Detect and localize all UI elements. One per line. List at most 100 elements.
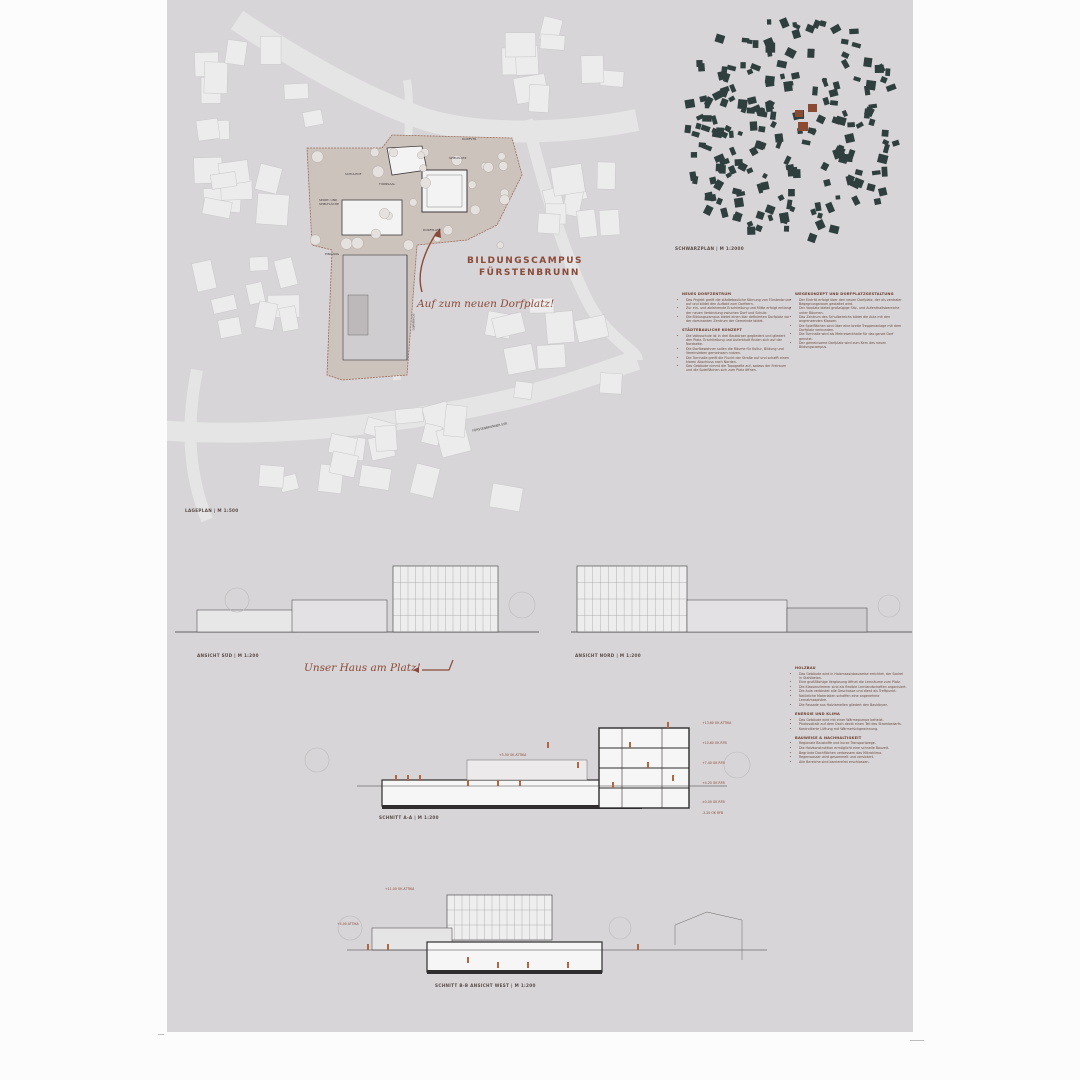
schwarzplan-building [764, 204, 776, 215]
schwarzplan-building [697, 63, 705, 72]
map-building [249, 256, 269, 272]
text-item: Photovoltaik auf dem Dach deckt einen Te… [799, 722, 907, 726]
schwarzplan-building [704, 191, 714, 201]
schwarzplan-building [790, 71, 800, 80]
schwarzplan-building [787, 166, 798, 177]
schwarzplan-building [822, 96, 830, 106]
caption-lageplan: LAGEPLAN | M 1:500 [185, 508, 239, 513]
schwarzplan-building [698, 142, 706, 148]
schwarzplan-building [720, 207, 729, 219]
schwarzplan-building [786, 199, 793, 210]
level-label: +4.00 ATTIKA [337, 922, 359, 926]
schwarzplan-building [779, 17, 790, 29]
level-label: +11.00 OK ATTIKA [385, 887, 415, 891]
schwarzplan-building [853, 76, 862, 83]
map-building [528, 297, 555, 314]
tree [499, 194, 510, 205]
level-label: +4.20 OK RFB [702, 781, 725, 785]
tree [497, 152, 506, 161]
schwarzplan-building [840, 38, 849, 45]
text-item: Der gemeinsame Dorfplatz wird zum Kern d… [799, 341, 907, 349]
tree [443, 225, 453, 236]
schwarzplan-building [747, 226, 756, 235]
scale-figure [367, 944, 369, 950]
scale-figure [497, 962, 499, 968]
schwarzplan-building [851, 41, 862, 49]
tree [498, 161, 508, 171]
schwarzplan-building [746, 68, 754, 75]
map-building [255, 192, 290, 227]
text-item: Die Fassade aus Holzlamellen gliedert de… [799, 703, 907, 707]
schwarzplan-building [729, 146, 737, 156]
slogan-elevation: Unser Haus am Platz! [304, 662, 421, 674]
schwarzplan-building [737, 161, 748, 172]
schwarzplan-building [761, 172, 768, 179]
text-item: Die Holzkonstruktion ermöglicht eine sch… [799, 746, 907, 750]
schwarzplan-building [749, 121, 758, 131]
text-heading: HOLZBAU [795, 666, 816, 670]
level-label: +7.40 OK RFB [702, 761, 725, 765]
schwarzplan-building [749, 146, 759, 157]
schwarzplan-building [783, 155, 792, 166]
schwarzplan-project-building [798, 122, 808, 131]
poster-board: BILDUNGSCAMPUS FÜRSTENBRUNN Auf zum neue… [167, 0, 913, 1032]
text-list: Das Projekt greift die städtebauliche Kö… [682, 298, 792, 324]
tree [496, 241, 504, 249]
caption-ansicht-sued: ANSICHT SÜD | M 1:200 [197, 653, 259, 658]
map-building [491, 311, 526, 339]
schwarzplan-building [885, 83, 897, 93]
schwarzplan-building [722, 72, 731, 83]
schwarzplan-building [847, 149, 856, 159]
schwarzplan-building [746, 220, 754, 228]
schwarzplan-building [702, 204, 714, 217]
schwarzplan-building [740, 62, 746, 69]
tree [310, 234, 321, 246]
text-item: Die Turnhalle wird als Mehrzweckhalle fü… [799, 332, 907, 340]
schwarzplan-building [764, 78, 775, 88]
schnitt-aa-drawing [304, 722, 751, 809]
tree [389, 148, 398, 158]
schwarzplan-building [852, 177, 865, 189]
text-item: Regionale Baustoffe und kurze Transportw… [799, 741, 907, 745]
tree [351, 237, 364, 250]
map-building [549, 163, 586, 197]
scale-figure [527, 962, 529, 968]
schwarzplan-building [849, 28, 859, 35]
map-building [539, 33, 566, 51]
slogan-site: Auf zum neuen Dorfplatz! [417, 298, 555, 310]
tree [379, 208, 390, 219]
map-building [217, 316, 243, 339]
schwarzplan-building [703, 96, 714, 107]
map-building [580, 54, 605, 84]
map-building [301, 108, 324, 128]
label-area-a: SCHULHOF [345, 172, 362, 176]
schwarzplan-building [877, 187, 888, 197]
schwarzplan-building [737, 98, 748, 110]
tree [311, 150, 324, 163]
schwarzplan-building [820, 161, 830, 172]
schwarzplan-building [876, 153, 889, 165]
schwarzplan-building [792, 22, 798, 27]
schwarzplan-building [746, 167, 754, 174]
scale-figure [519, 780, 521, 786]
schwarzplan-building [764, 99, 775, 112]
caption-ansicht-nord: ANSICHT NORD | M 1:200 [575, 653, 641, 658]
text-list: Das Gebäude wird in Holzmassivbauweise e… [795, 672, 907, 707]
label-area-f: EINGANG [325, 252, 339, 256]
text-item: Die Aula verbindet alle Geschosse und di… [799, 689, 907, 693]
schwarzplan-building [807, 127, 817, 135]
schwarzplan-building [885, 68, 891, 77]
tree [419, 164, 427, 172]
schwarzplan-building [746, 107, 755, 114]
text-item: Die Volksschule ist in drei Baukörper ge… [686, 334, 792, 346]
scale-figure [612, 782, 614, 788]
tree [340, 237, 353, 250]
schwarzplan-building [715, 163, 725, 172]
scale-figure [577, 762, 579, 768]
scale-figure [647, 762, 649, 768]
schwarzplan-building [684, 124, 692, 134]
campus-plot [306, 134, 523, 381]
schwarzplan-building [863, 57, 873, 68]
text-heading: WEGEKONZEPT UND DORFPLATZGESTALTUNG [795, 292, 894, 296]
schwarzplan-building [829, 23, 842, 35]
